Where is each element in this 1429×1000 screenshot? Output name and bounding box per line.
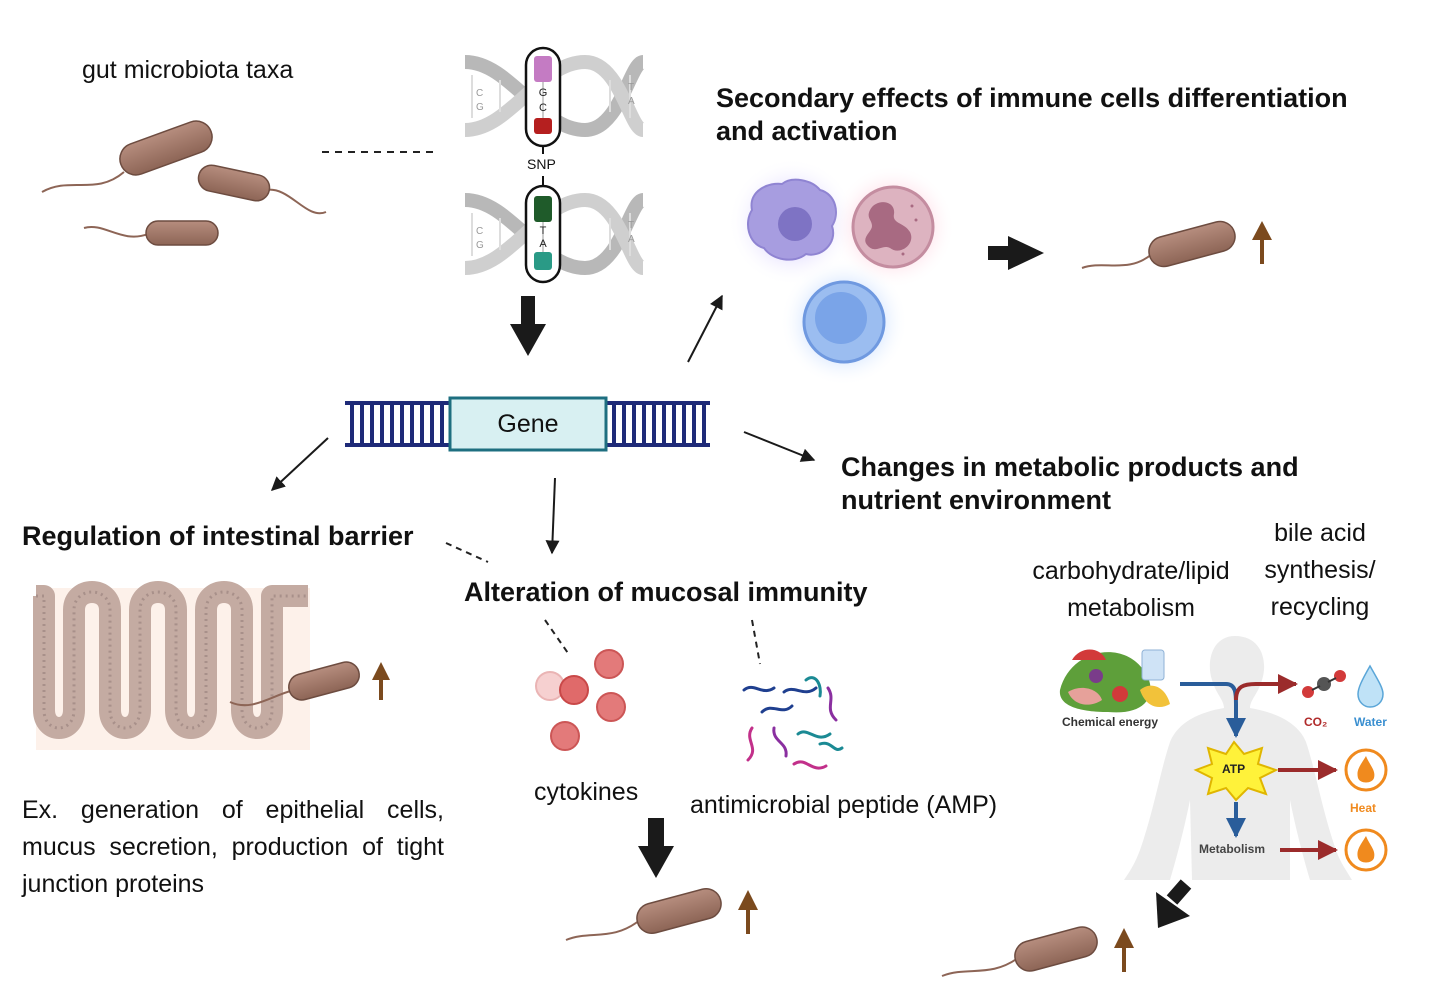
barrier-heading: Regulation of intestinal barrier xyxy=(22,521,414,551)
arrow-to-metabolic xyxy=(743,431,816,462)
atp-burst-icon xyxy=(1193,740,1279,802)
dashed-connector xyxy=(751,619,761,665)
dna-side-base: G xyxy=(476,240,484,251)
flame-icon xyxy=(1344,828,1388,872)
peptide-icon xyxy=(742,676,844,770)
arrow-to-immune xyxy=(687,294,723,363)
bacterium-icon xyxy=(565,888,722,941)
dna-base-t: T xyxy=(540,225,547,237)
gene-label: Gene xyxy=(497,409,559,438)
mucosal-heading: Alteration of mucosal immunity xyxy=(464,577,868,607)
bacterium-icon xyxy=(941,926,1098,977)
amp-label: antimicrobial peptide (AMP) xyxy=(690,791,998,819)
dna-base-a: A xyxy=(539,238,547,250)
metabolic-heading: Changes in metabolic products and nutrie… xyxy=(841,452,1299,515)
dna-helix-icon xyxy=(464,184,646,284)
dna-side-base: C xyxy=(476,88,483,99)
metabolism-label: Metabolism xyxy=(1199,842,1266,856)
chemical-energy-label: Chemical energy xyxy=(1062,715,1159,729)
up-arrow-icon xyxy=(1114,928,1134,972)
dna-side-base: A xyxy=(628,234,635,245)
arrow-to-mucosal xyxy=(545,477,560,555)
dna-side-base: G xyxy=(476,102,484,113)
gut-microbiota-label: gut microbiota taxa xyxy=(82,56,294,84)
dna-base-g: G xyxy=(539,87,548,99)
dna-side-base: C xyxy=(476,226,483,237)
up-arrow-icon xyxy=(738,890,758,934)
bacterium-icon xyxy=(1081,220,1236,269)
lymphocyte-icon xyxy=(802,280,886,364)
heat-label: Heat xyxy=(1350,801,1377,815)
food-icon xyxy=(1059,649,1170,713)
dna-side-base: A xyxy=(628,96,635,107)
flow-arrow xyxy=(1234,674,1298,701)
cytokines-label: cytokines xyxy=(534,778,639,806)
up-arrow-icon xyxy=(372,662,390,700)
flame-icon xyxy=(1344,748,1388,792)
water-drop-icon xyxy=(1357,664,1384,708)
immune-heading: Secondary effects of immune cells differ… xyxy=(716,83,1348,146)
big-down-arrow xyxy=(638,818,674,878)
arrow-to-barrier xyxy=(270,437,329,491)
big-down-arrow xyxy=(510,296,546,356)
macrophage-icon xyxy=(747,178,837,261)
dna-side-base: T xyxy=(628,82,634,93)
bile-acid-label: bile acid synthesis/ recycling xyxy=(1264,519,1376,621)
dna-side-base: T xyxy=(628,220,634,231)
bacterium-icon xyxy=(83,220,219,246)
bacterium-icon xyxy=(229,661,360,707)
cytokine-icon xyxy=(535,649,626,751)
intestinal-villi-icon xyxy=(33,581,310,750)
flow-arrow xyxy=(1180,682,1246,738)
dna-base-c: C xyxy=(539,102,547,114)
carb-lipid-label: carbohydrate/lipid metabolism xyxy=(1032,557,1230,622)
dashed-connector xyxy=(445,542,489,563)
gene-dna-ladder xyxy=(345,396,710,452)
dashed-connector xyxy=(544,619,571,657)
barrier-examples: Ex. generation of epithelial cells, mucu… xyxy=(22,796,444,898)
bacterium-icon xyxy=(41,120,213,193)
snp-label: SNP xyxy=(527,156,556,172)
co2-label: CO₂ xyxy=(1304,715,1328,729)
up-arrow-icon xyxy=(1252,221,1272,264)
dna-helix-icon xyxy=(464,46,646,148)
atp-label: ATP xyxy=(1222,762,1246,776)
bacterium-icon xyxy=(197,164,327,215)
water-label: Water xyxy=(1354,715,1387,729)
neutrophil-icon xyxy=(851,185,935,269)
big-diagonal-arrow xyxy=(1156,879,1192,928)
big-right-arrow xyxy=(988,236,1044,270)
co2-molecule-icon xyxy=(1302,670,1346,698)
